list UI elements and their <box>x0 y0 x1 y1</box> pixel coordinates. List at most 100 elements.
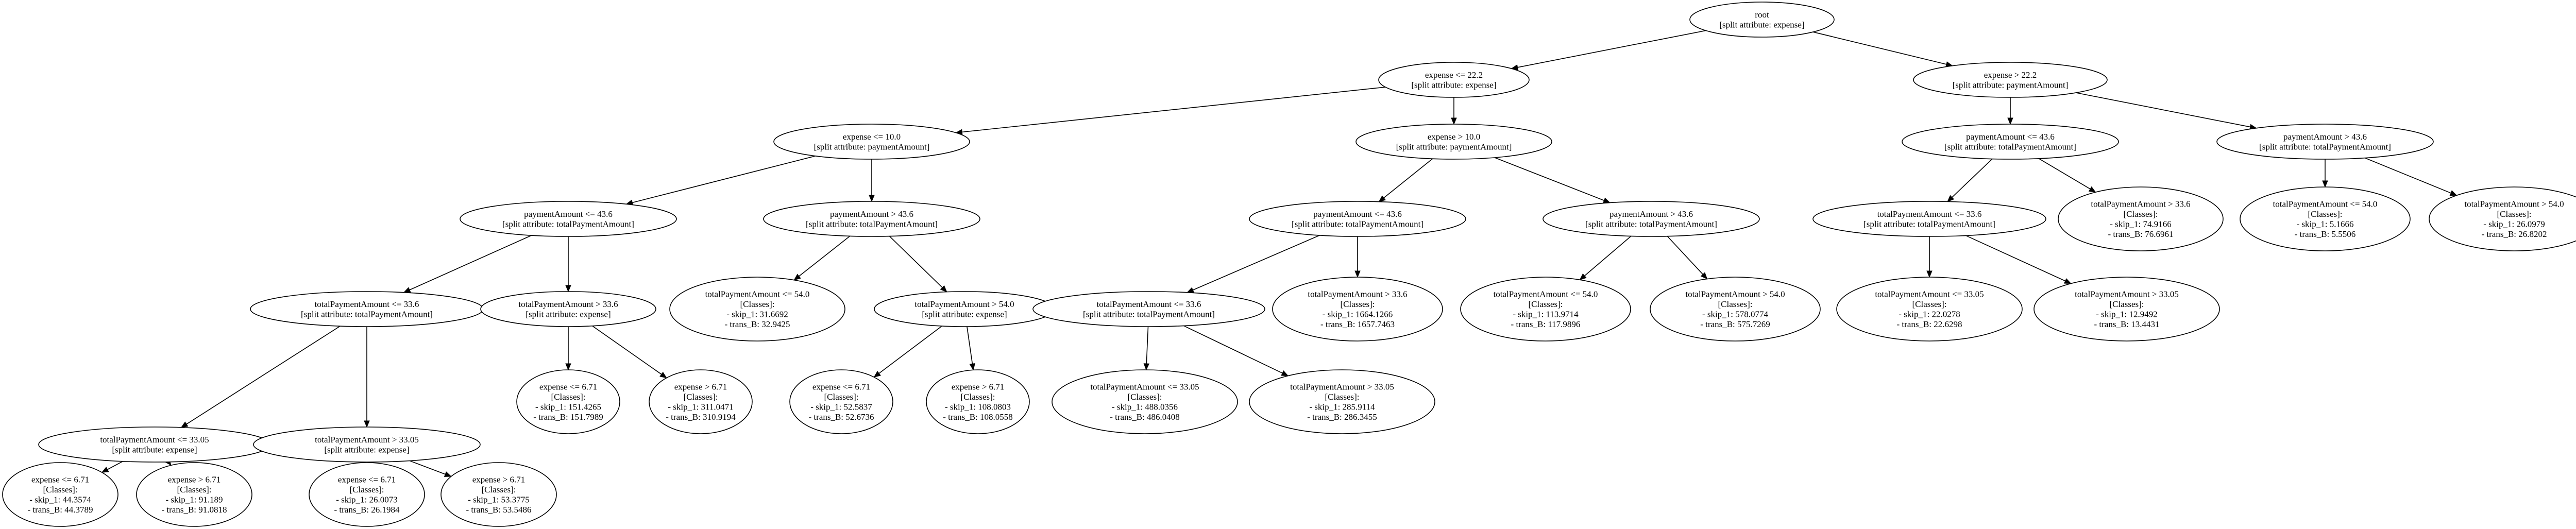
node-label-line: [split attribute: totalPaymentAmount] <box>301 309 433 319</box>
node-label-line: totalPaymentAmount <= 33.05 <box>1090 382 1199 391</box>
edge-n6-n13 <box>793 235 851 281</box>
node-label-line: - trans_B: 151.7989 <box>533 412 603 422</box>
node-label-line: [Classes]: <box>177 485 211 494</box>
tree-node-n6: paymentAmount > 43.6[split attribute: to… <box>763 201 980 237</box>
node-ellipse <box>1460 277 1631 342</box>
node-label-line: expense > 6.71 <box>674 382 727 391</box>
tree-node-n36: expense > 6.71[Classes]:- skip_1: 53.377… <box>440 462 557 527</box>
node-label-line: - skip_1: 53.3775 <box>468 494 529 504</box>
arrowhead-icon <box>1603 197 1611 203</box>
edge-n19-n32 <box>1965 235 2072 284</box>
tree-node-n18: totalPaymentAmount > 54.0[Classes]:- ski… <box>1650 277 1821 342</box>
edge-n9-n20 <box>2038 158 2096 193</box>
tree-node-n12: totalPaymentAmount > 33.6[split attribut… <box>480 291 656 327</box>
node-label-line: expense > 6.71 <box>952 382 1005 391</box>
node-label-line: - trans_B: 13.4431 <box>2094 319 2159 329</box>
node-label-line: [split attribute: expense] <box>1719 20 1804 29</box>
tree-node-n25: expense <= 6.71[Classes]:- skip_1: 151.4… <box>516 369 620 434</box>
tree-node-n33: expense <= 6.71[Classes]:- skip_1: 44.35… <box>2 462 118 527</box>
edges-layer <box>101 30 2458 477</box>
tree-node-n7: paymentAmount <= 43.6[split attribute: t… <box>1249 201 1466 237</box>
edge-n8-n17 <box>1579 235 1632 281</box>
tree-node-n23: totalPaymentAmount <= 33.05[split attrib… <box>38 426 271 463</box>
tree-node-n22: totalPaymentAmount > 54.0[Classes]:- ski… <box>2429 186 2576 251</box>
node-ellipse <box>1902 124 2119 160</box>
node-label-line: - trans_B: 26.8202 <box>2481 229 2547 239</box>
node-ellipse <box>2033 277 2220 342</box>
tree-node-n32: totalPaymentAmount > 33.05[Classes]:- sk… <box>2033 277 2220 342</box>
edge-line <box>1494 157 1604 201</box>
node-ellipse <box>1836 277 2023 342</box>
node-label-line: [Classes]: <box>2308 209 2342 219</box>
edge-line <box>2365 157 2451 194</box>
arrowhead-icon <box>1926 270 1933 278</box>
arrowhead-icon <box>659 371 667 379</box>
node-label-line: expense <= 6.71 <box>31 474 89 484</box>
tree-node-n0: root[split attribute: expense] <box>1689 2 1835 38</box>
edge-line <box>889 235 943 288</box>
node-label-line: totalPaymentAmount > 54.0 <box>914 299 1014 309</box>
edge-n5-n11 <box>403 235 532 293</box>
tree-node-n34: expense > 6.71[Classes]:- skip_1: 91.189… <box>136 462 252 527</box>
edge-line <box>2038 158 2091 190</box>
node-label-line: - skip_1: 74.9166 <box>2110 219 2171 229</box>
arrowhead-icon <box>2007 117 2013 125</box>
edge-n24-n36 <box>409 460 452 477</box>
node-label-line: totalPaymentAmount > 33.05 <box>2075 289 2179 299</box>
edge-line <box>1965 235 2066 282</box>
tree-node-n24: totalPaymentAmount > 33.05[split attribu… <box>253 426 481 463</box>
node-ellipse <box>1378 62 1530 98</box>
node-ellipse <box>2429 186 2576 251</box>
node-label-line: totalPaymentAmount > 33.05 <box>1290 382 1394 391</box>
edge-n3-n6 <box>869 159 875 202</box>
node-label-line: [Classes]: <box>2109 299 2144 309</box>
node-label-line: totalPaymentAmount > 33.05 <box>315 435 419 445</box>
edge-n14-n27 <box>873 326 942 378</box>
node-label-line: - trans_B: 53.5486 <box>466 505 531 515</box>
node-label-line: - skip_1: 151.4265 <box>535 402 601 412</box>
node-label-line: - trans_B: 286.3455 <box>1307 412 1377 422</box>
node-label-line: [Classes]: <box>824 392 858 402</box>
node-label-line: [split attribute: totalPaymentAmount] <box>1585 219 1717 229</box>
node-ellipse <box>309 462 425 527</box>
tree-node-n31: totalPaymentAmount <= 33.05[Classes]:- s… <box>1836 277 2023 342</box>
node-ellipse <box>1812 201 2046 237</box>
node-label-line: [Classes]: <box>683 392 718 402</box>
edge-line <box>632 156 816 203</box>
tree-node-n17: totalPaymentAmount <= 54.0[Classes]:- sk… <box>1460 277 1631 342</box>
edge-n11-n23 <box>180 326 341 428</box>
tree-node-n21: totalPaymentAmount <= 54.0[Classes]:- sk… <box>2240 186 2411 251</box>
node-label-line: [split attribute: expense] <box>526 309 611 319</box>
edge-line <box>799 235 851 277</box>
node-label-line: - trans_B: 108.0558 <box>943 412 1013 422</box>
edge-n14-n28 <box>967 326 975 371</box>
arrowhead-icon <box>565 363 571 371</box>
edge-n1-n4 <box>1451 97 1457 125</box>
node-ellipse <box>1355 124 1552 160</box>
node-label-line: totalPaymentAmount <= 33.6 <box>1097 299 1201 309</box>
edge-n7-n15 <box>1187 235 1320 293</box>
edge-n4-n8 <box>1494 157 1611 203</box>
node-label-line: - trans_B: 32.9425 <box>724 319 790 329</box>
node-label-line: [Classes]: <box>1718 299 1752 309</box>
node-label-line: - trans_B: 117.9896 <box>1511 319 1581 329</box>
node-label-line: - trans_B: 76.6961 <box>2108 229 2173 239</box>
node-ellipse <box>1913 62 2108 98</box>
node-ellipse <box>926 369 1030 434</box>
node-ellipse <box>1249 201 1466 237</box>
node-label-line: totalPaymentAmount > 54.0 <box>1685 289 1785 299</box>
edge-line <box>1146 326 1149 364</box>
edge-line <box>1952 158 1993 198</box>
arrowhead-icon <box>940 285 947 293</box>
tree-node-n28: expense > 6.71[Classes]:- skip_1: 108.08… <box>926 369 1030 434</box>
node-label-line: [Classes]: <box>1325 392 1359 402</box>
edge-line <box>967 326 973 364</box>
node-label-line: [split attribute: totalPaymentAmount] <box>1944 142 2076 151</box>
node-ellipse <box>2240 186 2411 251</box>
edge-n23-n33 <box>101 460 123 473</box>
node-label-line: totalPaymentAmount <= 33.05 <box>1875 289 1984 299</box>
node-label-line: expense <= 6.71 <box>338 474 396 484</box>
tree-node-n29: totalPaymentAmount <= 33.05[Classes]:- s… <box>1052 369 1238 434</box>
arrowhead-icon <box>2449 190 2458 196</box>
